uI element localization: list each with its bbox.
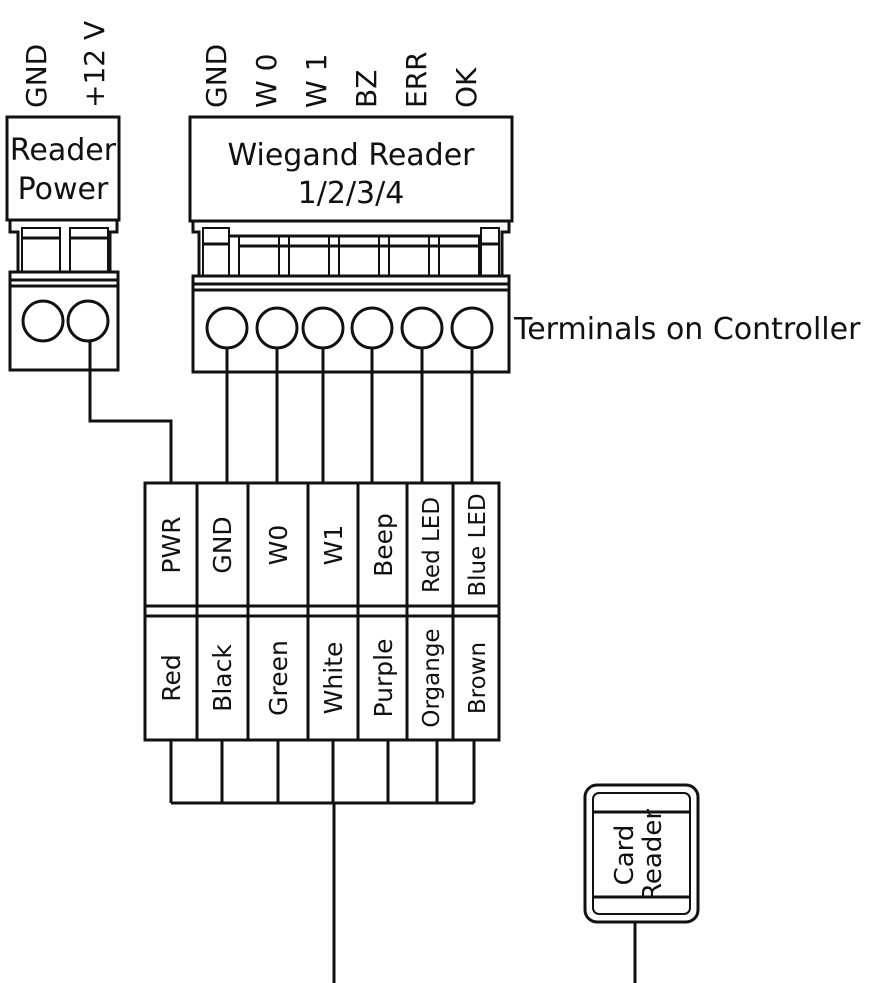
card-reader-device: Card Reader [583,783,700,983]
wiegand-terminal-err [400,306,444,350]
wiegand-pin-ok: OK [450,67,483,108]
signal-label-blue-led: Blue LED [465,493,491,596]
wiegand-label-box [188,115,514,223]
reader-power-plug-teeth [8,220,119,273]
signal-label-red-led: Red LED [419,497,445,593]
color-label-red: Red [157,654,186,702]
signal-label-gnd: GND [208,516,237,573]
card-reader-label-line2: Reader [638,809,668,901]
wiegand-pin-w1: W 1 [300,54,333,108]
wiegand-title-line2: 1/2/3/4 [298,176,405,211]
signal-label-w1: W1 [319,525,348,566]
color-label-white: White [319,642,348,715]
wiegand-title-line1: Wiegand Reader [228,138,476,173]
card-reader-label-line1: Card [610,825,640,886]
reader-power-pin-gnd: GND [20,44,53,108]
wiegand-terminal-bz [350,306,394,350]
terminals-on-controller-label: Terminals on Controller [513,312,861,347]
color-label-black: Black [208,644,237,712]
wiegand-terminal-w1 [301,306,345,350]
wiegand-connector: GND W 0 W 1 BZ ERR OK Wiegand Reader 1/2… [188,44,514,374]
wiegand-terminal-gnd [205,306,249,350]
reader-power-title-line2: Power [18,172,109,207]
color-label-orange: Organge [419,628,445,727]
reader-power-connector: GND +12 V Reader Power [5,21,121,372]
wiegand-plug-teeth [191,221,511,277]
wiegand-pin-w0: W 0 [250,54,283,108]
terminal-to-cable-wires [88,341,474,483]
signal-label-beep: Beep [369,513,398,577]
reader-power-terminal-12v [66,299,110,343]
color-label-purple: Purple [369,639,398,718]
signal-label-w0: W0 [264,525,293,566]
cable-bundle [169,740,476,983]
cable-table: PWR GND W0 W1 Beep Red LED Blue LED Red … [143,481,501,742]
wiegand-terminal-ok [450,306,494,350]
color-label-green: Green [264,640,293,716]
reader-power-terminal-gnd [21,299,65,343]
reader-power-title-line1: Reader [10,133,117,168]
reader-power-pin-12v: +12 V [78,21,111,108]
wiegand-pin-bz: BZ [350,70,383,108]
wire-pwr [88,341,173,483]
wiegand-terminal-w0 [255,306,299,350]
signal-label-pwr: PWR [157,516,186,573]
reader-power-label-box [5,115,121,222]
color-label-brown: Brown [465,642,491,714]
wiegand-pin-err: ERR [400,51,433,108]
wiegand-pin-gnd: GND [200,44,233,108]
